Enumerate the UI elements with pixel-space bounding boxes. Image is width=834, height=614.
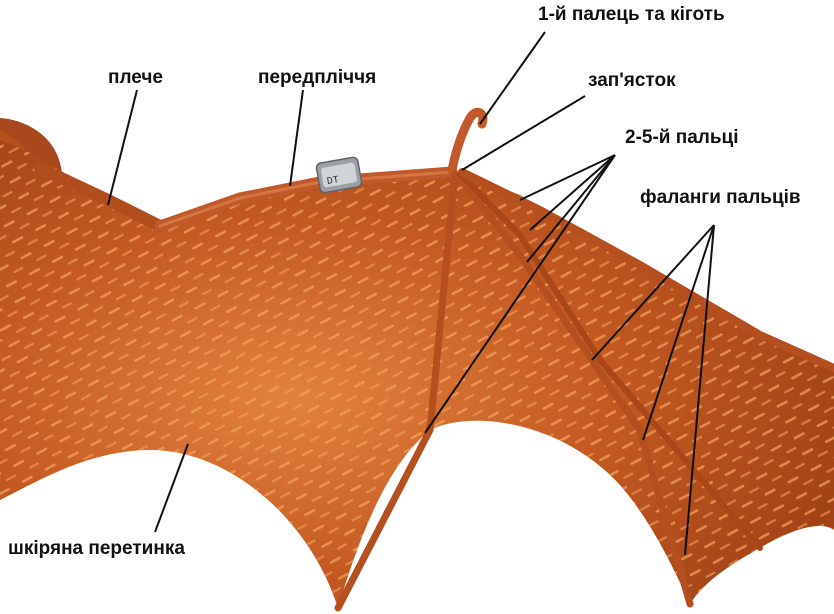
leader-forearm: [290, 90, 303, 186]
identification-band: DT: [316, 157, 363, 194]
label-shoulder: плече: [108, 67, 163, 89]
leader-wrist: [462, 96, 585, 170]
label-skin-membrane: шкіряна перетинка: [8, 538, 185, 560]
label-fingers: 2-5-й пальці: [625, 127, 739, 149]
label-phalanges: фаланги пальців: [640, 187, 801, 209]
label-thumb-and-claw: 1-й палець та кіготь: [538, 4, 725, 26]
label-forearm: передпліччя: [258, 67, 376, 89]
label-wrist: зап'ясток: [588, 70, 676, 92]
band-text: DT: [326, 175, 340, 188]
leader-shoulder: [108, 90, 137, 205]
leader-membrane: [155, 444, 188, 532]
leader-thumb: [480, 32, 545, 124]
